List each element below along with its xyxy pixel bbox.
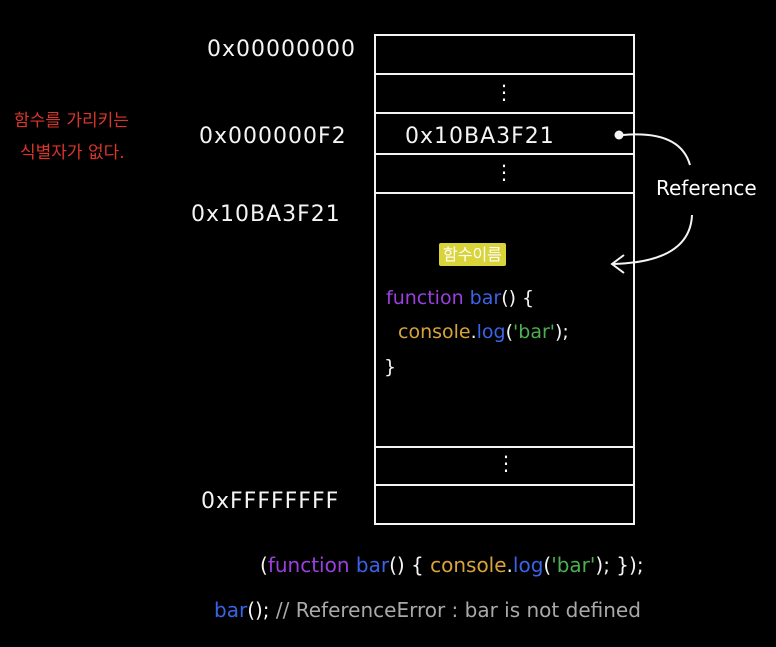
code-identifier: bar xyxy=(214,598,248,622)
memory-table-outline xyxy=(374,34,635,525)
arrowhead-icon xyxy=(610,254,625,274)
reference-label: Reference xyxy=(656,176,757,200)
code-punctuation: () { xyxy=(389,553,424,577)
memory-ellipsis: ⋮ xyxy=(494,80,514,104)
side-note: 함수를 가리키는 식별자가 없다. xyxy=(14,105,129,169)
address-bottom: 0xFFFFFFFF xyxy=(201,489,340,514)
code-punctuation: (); xyxy=(247,598,270,622)
address-ref-slot: 0x000000F2 xyxy=(199,124,347,149)
bottom-code-line-2: bar(); // ReferenceError : bar is not de… xyxy=(214,598,641,622)
code-identifier: bar xyxy=(469,287,502,309)
inner-code-line-2: console.log('bar'); xyxy=(398,321,569,343)
code-punctuation: . xyxy=(506,553,513,577)
reference-arrow-bottom xyxy=(612,214,693,265)
code-punctuation: () { xyxy=(501,287,535,309)
code-comment: // ReferenceError : bar is not defined xyxy=(275,598,641,622)
reference-dot xyxy=(614,130,624,140)
memory-ellipsis: ⋮ xyxy=(494,160,514,184)
code-keyword: function xyxy=(267,553,350,577)
side-note-line: 식별자가 없다. xyxy=(20,143,125,163)
address-top: 0x00000000 xyxy=(207,37,356,62)
memory-stored-address: 0x10BA3F21 xyxy=(405,124,555,149)
bottom-code-line-1: (function bar() { console.log('bar'); })… xyxy=(260,553,644,577)
address-func-start: 0x10BA3F21 xyxy=(191,202,341,227)
code-punctuation: ( xyxy=(260,553,268,577)
inner-code-line-3: } xyxy=(384,356,397,378)
code-identifier: bar xyxy=(355,553,390,577)
side-note-line: 함수를 가리키는 xyxy=(14,111,129,131)
code-console: console xyxy=(430,553,507,577)
code-method: log xyxy=(476,321,506,343)
code-punctuation: . xyxy=(470,321,477,343)
reference-arrow-top xyxy=(622,133,691,166)
code-punctuation: ( xyxy=(505,321,514,343)
code-method: log xyxy=(512,553,544,577)
code-keyword: function xyxy=(386,287,464,309)
function-name-badge: 함수이름 xyxy=(439,241,506,266)
code-punctuation: ); }); xyxy=(595,553,644,577)
function-name-badge-text: 함수이름 xyxy=(439,243,506,266)
code-console: console xyxy=(398,321,471,343)
code-punctuation: ); xyxy=(555,321,569,343)
memory-ellipsis: ⋮ xyxy=(496,451,516,475)
code-string: 'bar' xyxy=(551,553,596,577)
code-string: 'bar' xyxy=(513,321,556,343)
inner-code-line-1: function bar() { xyxy=(386,287,534,309)
code-punctuation: ( xyxy=(543,553,552,577)
